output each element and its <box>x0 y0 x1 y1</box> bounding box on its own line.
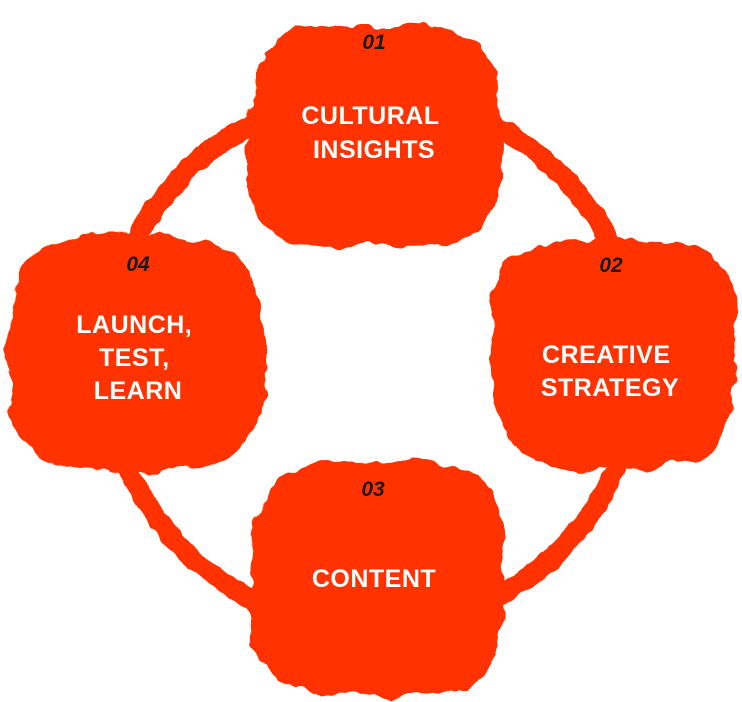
step-node-03: 03 CONTENT <box>249 460 505 696</box>
step-number-02: 02 <box>599 254 623 277</box>
brush-blob-01 <box>246 26 501 246</box>
brush-blob-04 <box>7 231 267 473</box>
step-label-04-line-2: TEST, <box>99 344 170 372</box>
step-label-01-line-2: INSIGHTS <box>313 136 435 164</box>
step-label-04-line-1: LAUNCH, <box>76 311 192 339</box>
step-node-01: 01 CULTURAL INSIGHTS <box>246 26 501 246</box>
step-label-02: CREATIVE STRATEGY <box>541 341 679 402</box>
step-node-02: 02 CREATIVE STRATEGY <box>491 237 738 469</box>
step-label-04-line-3: LEARN <box>94 377 183 405</box>
step-label-02-line-2: STRATEGY <box>541 374 679 402</box>
brush-blob-03 <box>249 460 505 696</box>
step-number-03: 03 <box>361 478 385 501</box>
step-number-01: 01 <box>362 31 385 54</box>
step-node-04: 04 LAUNCH, TEST, LEARN <box>7 231 267 473</box>
step-label-03-line-1: CONTENT <box>312 565 436 593</box>
step-label-02-line-1: CREATIVE <box>542 341 671 369</box>
step-label-04: LAUNCH, TEST, LEARN <box>76 311 199 405</box>
step-label-03: CONTENT <box>312 565 436 593</box>
step-label-01-line-1: CULTURAL <box>301 102 439 130</box>
step-number-04: 04 <box>126 253 150 276</box>
step-label-01: CULTURAL INSIGHTS <box>301 102 446 164</box>
brush-blob-02 <box>491 237 738 469</box>
